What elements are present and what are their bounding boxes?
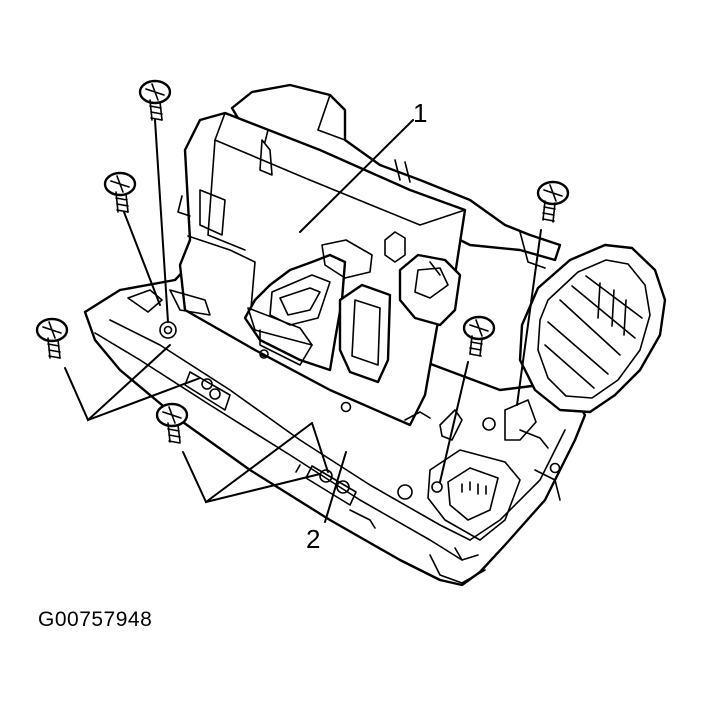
callout-1-label: 1 bbox=[413, 98, 427, 128]
screw-left bbox=[35, 317, 69, 359]
callout-2-label: 2 bbox=[306, 524, 320, 554]
air-vent bbox=[518, 243, 667, 414]
screw-top-left bbox=[138, 79, 172, 121]
callout-1: 1 bbox=[299, 98, 427, 233]
screw-lower-left bbox=[155, 402, 189, 444]
control-module bbox=[169, 83, 562, 441]
screw-upper-right bbox=[536, 180, 570, 223]
callout-2: 2 bbox=[306, 451, 347, 554]
screw-upper-left bbox=[103, 171, 137, 213]
figure-id: G00757948 bbox=[38, 608, 153, 631]
screw-leaders bbox=[64, 119, 542, 504]
screw-right bbox=[462, 315, 496, 357]
